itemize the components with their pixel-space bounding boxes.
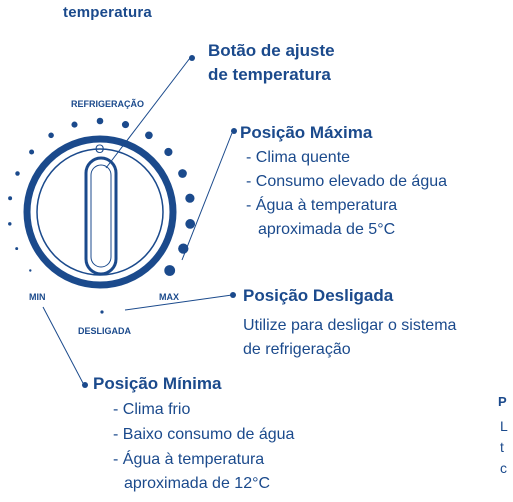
leader-dot-off xyxy=(230,292,236,298)
dial-dot xyxy=(96,117,104,125)
knob-handle-inner xyxy=(90,164,112,268)
dial-dot xyxy=(48,132,54,139)
dial-dot xyxy=(185,193,195,203)
dial-dot-off xyxy=(100,310,104,314)
leader-dot-min xyxy=(82,382,88,388)
dial-dot xyxy=(29,149,35,155)
dial-label-max: MAX xyxy=(159,292,179,302)
callout-max-line: - Consumo elevado de água xyxy=(246,173,448,190)
dial-dot xyxy=(15,171,20,176)
dial-dot xyxy=(29,269,32,272)
callout-off-line: de refrigeração xyxy=(243,341,351,358)
dial-dot xyxy=(145,131,153,140)
knob-handle xyxy=(84,156,118,276)
leader-line-off xyxy=(124,294,233,311)
section-heading: temperatura xyxy=(63,4,152,21)
leader-line-max xyxy=(181,132,233,261)
leader-dot-button xyxy=(189,55,195,61)
callout-max-title: Posição Máxima xyxy=(240,123,373,142)
callout-min-line: - Água à temperatura xyxy=(113,451,265,468)
callout-min-line: aproximada de 12°C xyxy=(124,475,271,492)
dial-dot xyxy=(8,196,13,201)
callout-button-title-line1: Botão de ajuste xyxy=(208,41,335,60)
cutoff-line: L xyxy=(500,418,508,434)
dial-inner-ring xyxy=(36,148,164,276)
cutoff-line: c xyxy=(500,460,507,476)
cutoff-title: P xyxy=(498,394,507,409)
cutoff-line: t xyxy=(500,439,504,455)
dial-dot xyxy=(71,121,78,128)
dial-label-min: MIN xyxy=(29,292,46,302)
dial-dot xyxy=(121,121,130,129)
callout-button-title-line2: de temperatura xyxy=(208,65,331,84)
dial-dot xyxy=(15,247,19,251)
callout-min-line: - Baixo consumo de água xyxy=(113,426,295,443)
dial-label-refrigeracao: REFRIGERAÇÃO xyxy=(71,99,145,109)
leader-line-min xyxy=(42,306,85,386)
dial-dots xyxy=(8,117,196,314)
dial-dot xyxy=(164,265,176,276)
dial-dot xyxy=(8,222,12,226)
dial-dot xyxy=(185,219,196,229)
callout-min-title: Posição Mínima xyxy=(93,374,222,393)
callout-max-line: aproximada de 5°C xyxy=(258,221,396,238)
dial-label-off: DESLIGADA xyxy=(78,326,132,336)
dial-outer-ring xyxy=(23,135,177,289)
callout-max-line: - Clima quente xyxy=(246,149,351,166)
callout-off-title: Posição Desligada xyxy=(243,286,394,305)
dial-dot xyxy=(178,169,187,178)
leader-dot-max xyxy=(231,128,237,134)
callout-min-line: - Clima frio xyxy=(113,401,191,418)
leader-line-button xyxy=(105,57,191,169)
knob-marker: O xyxy=(95,142,105,156)
callout-max-line: - Água à temperatura xyxy=(246,197,398,214)
dial-dot xyxy=(164,147,173,157)
callout-off-line: Utilize para desligar o sistema xyxy=(243,317,457,334)
